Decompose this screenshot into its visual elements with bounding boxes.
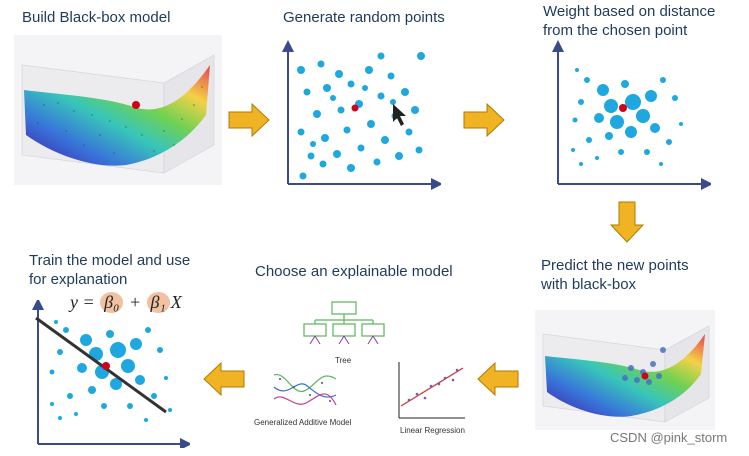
trained-model-plot	[32, 300, 190, 448]
tree-model-icon	[303, 301, 385, 345]
gam-label: Generalized Additive Model	[254, 418, 352, 427]
weighted-points-plot	[552, 40, 711, 190]
arrow-left-2	[203, 362, 245, 396]
step-title-generate-points: Generate random points	[283, 9, 445, 26]
blackbox-surface-plot	[14, 35, 222, 185]
predicted-points-surface-plot	[535, 310, 715, 430]
step-title-train-model: Train the model and use for explanation	[29, 252, 191, 288]
tree-label: Tree	[335, 356, 352, 365]
mouse-cursor-icon	[393, 104, 406, 126]
step-title-predict-points: Predict the new points with black-box	[541, 257, 689, 293]
beta1-term: β₁	[146, 292, 170, 313]
watermark: CSDN @pink_storm	[610, 430, 728, 445]
random-points-plot	[282, 40, 441, 190]
linear-regression-label: Linear Regression	[400, 426, 465, 435]
equation-lhs: y =	[70, 292, 95, 312]
equation-plus: +	[128, 292, 142, 312]
chosen-point	[102, 362, 110, 370]
linear-regression-icon	[398, 362, 465, 419]
beta0-term: β₀	[100, 292, 124, 313]
arrow-right-1	[228, 103, 270, 137]
step-title-build-model: Build Black-box model	[22, 9, 171, 26]
chosen-point	[351, 104, 359, 112]
arrow-right-2	[463, 103, 505, 137]
step-title-weight-points: Weight based on distance from the chosen…	[543, 3, 716, 39]
arrow-down	[610, 201, 644, 243]
arrow-left-1	[477, 362, 519, 396]
equation-variable: X	[170, 292, 182, 312]
chosen-point	[132, 101, 140, 109]
gam-model-icon	[273, 374, 337, 406]
chosen-point	[641, 372, 649, 380]
step-title-choose-model: Choose an explainable model	[255, 263, 453, 280]
chosen-point	[619, 104, 627, 112]
regression-line	[35, 316, 167, 414]
